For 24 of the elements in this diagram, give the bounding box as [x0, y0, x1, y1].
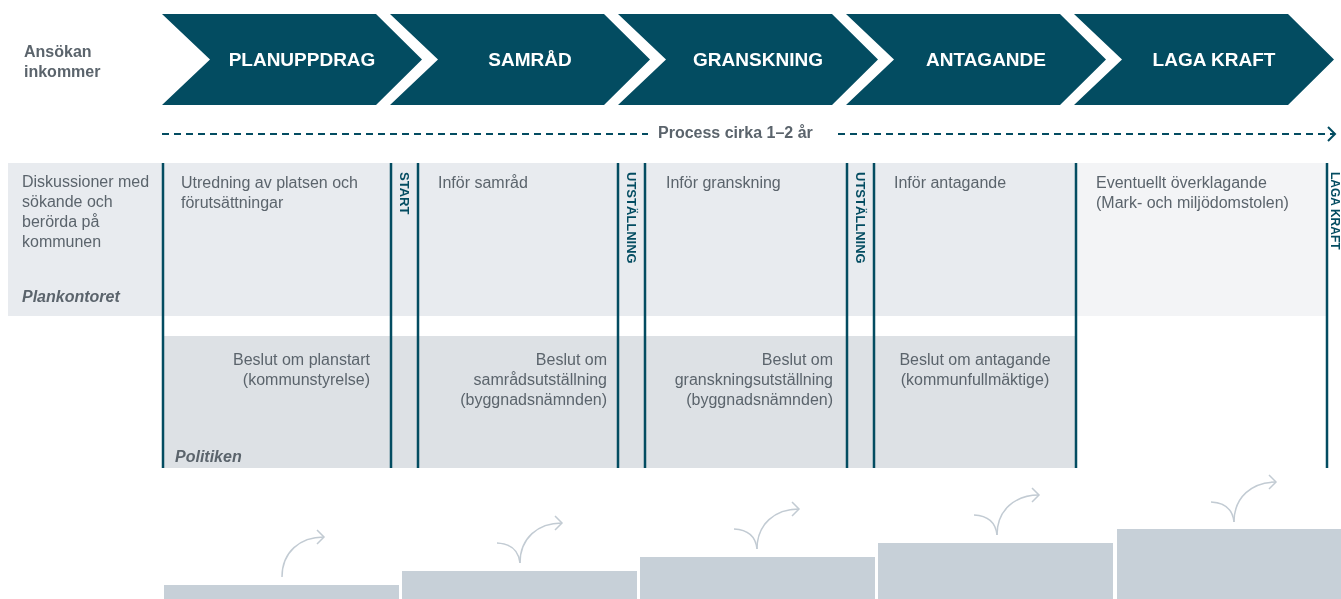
activity-text: Beslut om antagande (kommunfullmäktige): [898, 350, 1052, 390]
activity-text: Beslut om samrådsutställning (byggnadsnämnden): [459, 350, 607, 410]
activity-text: Utredning av platsen och förutsättningar: [181, 173, 359, 213]
phase-banner: GRANSKNING: [618, 14, 878, 105]
lane-title: Plankontoret: [22, 287, 122, 307]
activity-text: Eventuellt överklagande (Mark- och miljödomstolen): [1096, 173, 1290, 213]
swimlane-band: [162, 336, 1076, 468]
swimlane-band: [8, 163, 1326, 316]
milestone-label: UTSTÄLLNING: [624, 172, 639, 264]
lane-title: Politiken: [175, 447, 243, 467]
lane-text: Diskussioner med sökande och berörda på kommunen: [22, 172, 151, 252]
milestone-label: START: [397, 172, 412, 215]
step-label: Ansökan inkommer: [24, 42, 102, 82]
activity-text: Inför antagande: [894, 173, 1008, 193]
activity-text: Inför samråd: [438, 173, 529, 193]
activity-text: Inför granskning: [666, 173, 782, 193]
phase-banner: LAGA KRAFT: [1074, 14, 1334, 105]
phase-banner: ANTAGANDE: [846, 14, 1106, 105]
timeline-label: Process cirka 1–2 år: [658, 124, 813, 142]
activity-text: Beslut om granskningsutställning (byggnadsnämnden): [673, 350, 833, 410]
phase-banner: PLANUPPDRAG: [162, 14, 422, 105]
milestone-label: UTSTÄLLNING: [853, 172, 868, 264]
phase-banner: SAMRÅD: [390, 14, 650, 105]
activity-text: Beslut om planstart (kommunstyrelse): [232, 350, 370, 390]
